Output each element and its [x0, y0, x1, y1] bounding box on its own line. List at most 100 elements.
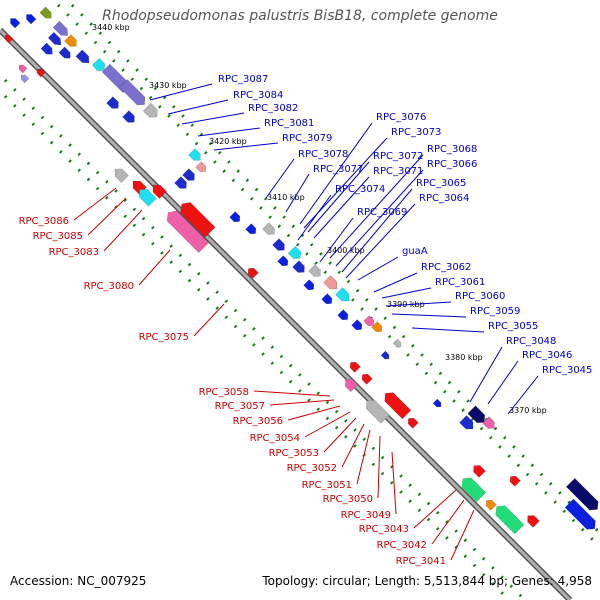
gene-feature	[75, 49, 90, 64]
minus-strand-gene-label[interactable]: RPC_3050	[323, 494, 373, 505]
plus-strand-gene-label[interactable]: RPC_3072	[373, 151, 423, 162]
gene-arrow	[36, 68, 46, 78]
genome-summary-text: Topology: circular; Length: 5,513,844 bp…	[262, 574, 592, 588]
plus-strand-gene-label[interactable]: RPC_3059	[470, 306, 520, 317]
plus-strand-gene-label[interactable]: RPC_3055	[488, 321, 538, 332]
minus-strand-gene-label[interactable]: RPC_3054	[250, 433, 300, 444]
minus-strand-gene-label[interactable]: RPC_3053	[269, 448, 319, 459]
gene-arrow	[344, 378, 359, 393]
gene-feature	[142, 102, 158, 118]
plus-strand-gene-label[interactable]: RPC_3073	[391, 127, 441, 138]
gene-arrow	[384, 392, 412, 420]
plus-strand-gene-label[interactable]: RPC_3077	[313, 164, 363, 175]
plus-strand-gene-label[interactable]: RPC_3079	[282, 133, 332, 144]
minus-strand-gene-label[interactable]: RPC_3085	[33, 231, 83, 242]
gene-arrow	[527, 515, 540, 528]
plus-strand-gene-label[interactable]: RPC_3065	[416, 178, 466, 189]
label-leader-lines	[73, 83, 539, 561]
plus-strand-gene-label[interactable]: RPC_3071	[373, 166, 423, 177]
plus-strand-gene-label[interactable]: RPC_3061	[435, 277, 485, 288]
gene-arrow	[371, 321, 383, 333]
gene-arrow	[91, 57, 106, 72]
minus-strand-gene-label[interactable]: RPC_3056	[233, 416, 283, 427]
plus-strand-gene-label[interactable]: RPC_3045	[542, 365, 592, 376]
tick-label: 3410 kbp	[267, 193, 305, 202]
plus-strand-gene-label[interactable]: RPC_3068	[427, 144, 477, 155]
plus-strand-gene-label[interactable]: RPC_3048	[506, 336, 556, 347]
plus-strand-gene-label[interactable]: RPC_3064	[419, 193, 469, 204]
gene-arrow	[106, 96, 119, 109]
plus-strand-gene-label[interactable]: RPC_3069	[357, 207, 407, 218]
minus-strand-gene-label[interactable]: RPC_3043	[359, 524, 409, 535]
gene-feature	[119, 79, 146, 106]
plus-strand-gene-label[interactable]: guaA	[402, 246, 428, 257]
plus-strand-gene-label[interactable]: RPC_3087	[218, 74, 268, 85]
leader-line	[197, 127, 261, 137]
plus-strand-gene-label[interactable]: RPC_3062	[421, 262, 471, 273]
gene-arrow	[247, 267, 259, 279]
leader-line	[391, 313, 467, 318]
minus-strand-gene-label[interactable]: RPC_3083	[49, 247, 99, 258]
gene-feature	[365, 399, 390, 424]
gene-arrow	[287, 245, 302, 260]
minus-strand-gene-label[interactable]: RPC_3049	[341, 510, 391, 521]
gene-arrow	[4, 34, 14, 44]
gene-feature	[36, 68, 46, 78]
minus-strand-gene-label[interactable]: RPC_3080	[84, 281, 134, 292]
gene-feature	[380, 350, 390, 360]
gene-arrow	[308, 264, 321, 277]
gene-feature	[351, 319, 363, 331]
plus-strand-gene-label[interactable]: RPC_3078	[298, 149, 348, 160]
plus-strand-gene-label[interactable]: RPC_3084	[233, 90, 283, 101]
minus-strand-gene-label[interactable]: RPC_3075	[139, 332, 189, 343]
gene-arrow	[565, 477, 599, 511]
leader-line	[373, 272, 418, 293]
gene-feature	[361, 373, 373, 385]
gene-arrow	[485, 499, 497, 511]
gene-feature	[26, 14, 37, 25]
gene-feature	[245, 223, 257, 235]
gene-feature	[564, 498, 596, 530]
gene-feature	[272, 238, 285, 251]
leader-line	[411, 327, 485, 333]
plus-strand-gene-label[interactable]: RPC_3074	[335, 184, 385, 195]
gene-arrow	[39, 6, 52, 19]
gene-arrow	[272, 238, 285, 251]
gene-feature	[247, 267, 259, 279]
gene-feature	[229, 211, 241, 223]
gene-arrow	[64, 34, 77, 47]
leader-line	[341, 423, 365, 468]
gene-feature	[91, 57, 106, 72]
gene-feature	[363, 315, 375, 327]
minus-strand-gene-label[interactable]: RPC_3058	[199, 387, 249, 398]
gene-feature	[4, 34, 14, 44]
plus-strand-gene-label[interactable]: RPC_3076	[376, 112, 426, 123]
minus-strand-gene-label[interactable]: RPC_3051	[302, 480, 352, 491]
leader-line	[149, 83, 213, 101]
gene-feature	[152, 184, 167, 199]
gene-arrow	[174, 176, 187, 189]
minus-strand-gene-label[interactable]: RPC_3057	[215, 401, 265, 412]
plus-strand-gene-label[interactable]: RPC_3046	[522, 350, 572, 361]
minus-strand-gene-label[interactable]: RPC_3052	[287, 463, 337, 474]
plus-strand-gene-label[interactable]: RPC_3082	[248, 103, 298, 114]
leader-line	[329, 154, 424, 259]
leader-line	[345, 203, 416, 279]
gene-arrow	[392, 338, 402, 348]
gene-arrow	[40, 42, 53, 55]
plus-strand-gene-label[interactable]: RPC_3081	[264, 118, 314, 129]
gene-feature	[473, 465, 486, 478]
gene-feature	[495, 505, 525, 535]
minus-strand-gene-label[interactable]: RPC_3041	[396, 556, 446, 567]
minus-strand-gene-label[interactable]: RPC_3086	[19, 216, 69, 227]
gene-feature	[277, 255, 289, 267]
minus-strand-gene-label[interactable]: RPC_3042	[377, 540, 427, 551]
leader-line	[285, 173, 310, 213]
plus-strand-gene-label[interactable]: RPC_3066	[427, 159, 477, 170]
gene-feature	[467, 405, 485, 423]
leader-line	[265, 158, 295, 199]
gene-arrow	[321, 293, 333, 305]
plus-strand-gene-label[interactable]: RPC_3060	[455, 291, 505, 302]
gene-feature	[482, 416, 495, 429]
